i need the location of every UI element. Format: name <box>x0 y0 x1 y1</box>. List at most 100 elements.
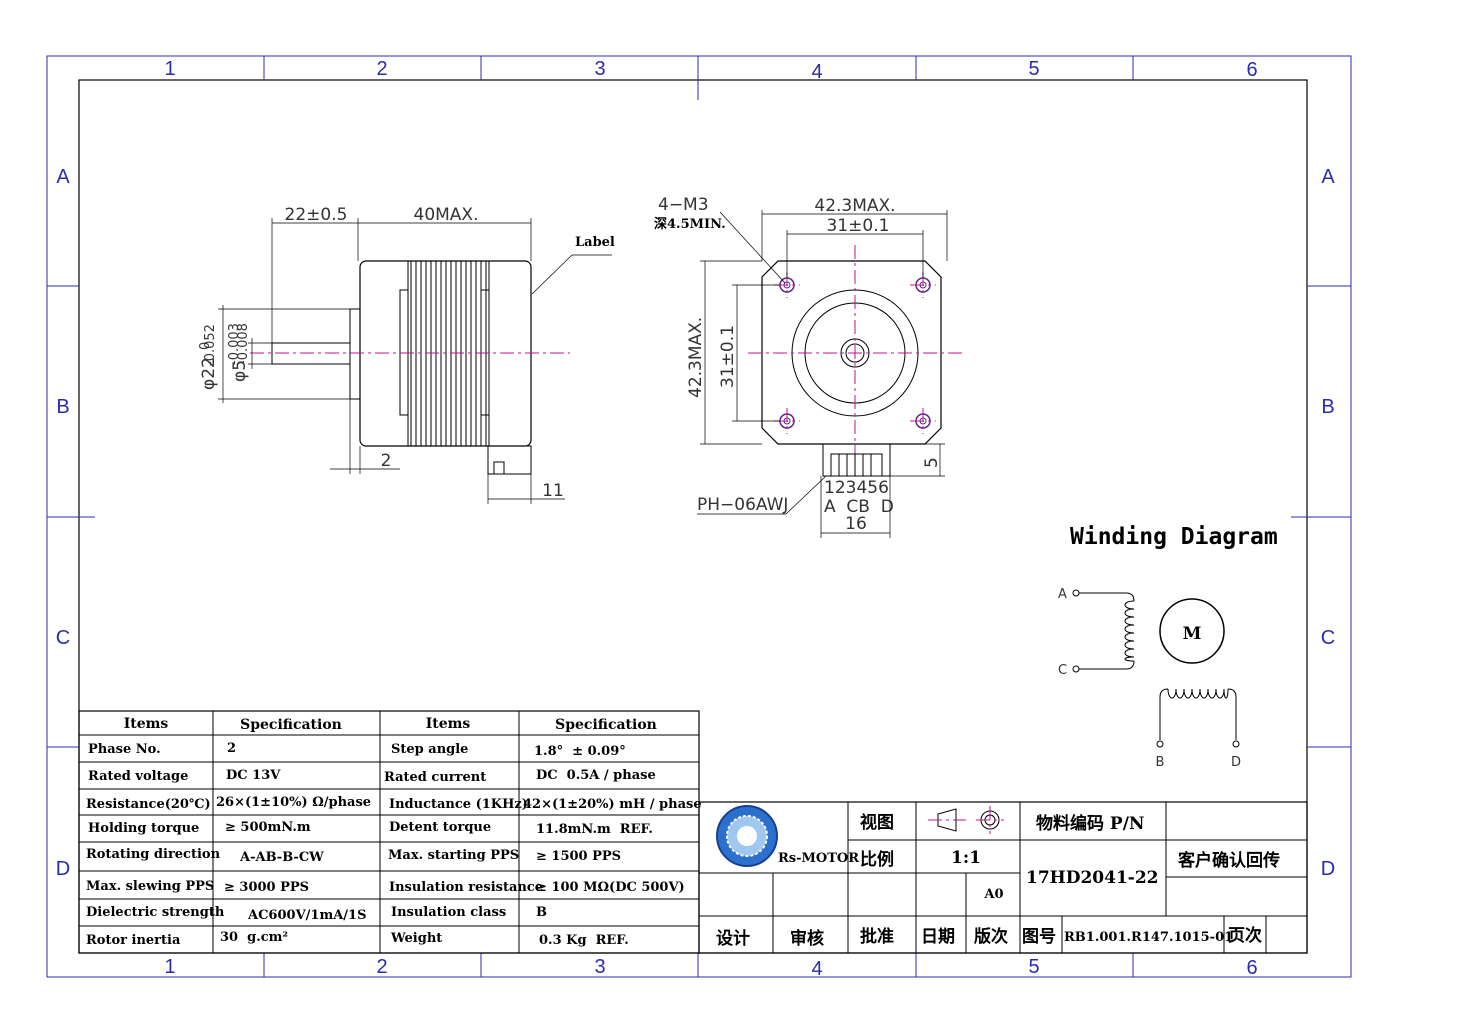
date-label: 日期 <box>921 927 955 947</box>
side-view: 22±0.5 40MAX. Label φ22 0 -0.052 φ5 -0.0… <box>198 205 615 504</box>
review-label: 审核 <box>790 928 824 949</box>
terminal-a-label: A <box>1058 587 1067 602</box>
spec-cell: Rotor inertia <box>86 933 181 948</box>
zone-row-a-right: A <box>1321 166 1335 188</box>
spec-cell: 26×(1±10%) Ω/phase <box>216 795 371 810</box>
zone-row-b-left: B <box>56 396 69 418</box>
dim-body-length: 40MAX. <box>414 205 479 225</box>
approve-label: 批准 <box>860 926 894 947</box>
spec-cell: B <box>536 905 547 920</box>
spec-header-items-1: Items <box>124 716 169 732</box>
logo-text: Rs-MOTOR <box>778 851 859 866</box>
zone-col-3-top: 3 <box>594 58 605 80</box>
dim-width-max: 42.3MAX. <box>814 196 895 216</box>
dim-flange-tol-lower: -0.052 <box>203 324 218 366</box>
zone-col-5-bottom: 5 <box>1028 956 1039 978</box>
spec-cell: Rotating direction <box>86 847 221 862</box>
dim-connector-offset: 11 <box>542 481 564 501</box>
dim-flange-thickness: 2 <box>381 451 392 471</box>
motor-label: M <box>1183 624 1202 644</box>
pin-numbers: 123456 <box>824 478 889 498</box>
terminal-b-dot <box>1156 740 1164 748</box>
spec-cell: ≥ 500mN.m <box>225 820 311 835</box>
zone-col-1-top: 1 <box>164 58 175 80</box>
title-block: Rs-MOTOR 视图 比例 1:1 A0 物料编码 P/N 17HD2041-… <box>698 801 1308 954</box>
motor-symbol <box>1159 598 1225 664</box>
spec-cell: Phase No. <box>88 742 161 757</box>
zone-col-2-top: 2 <box>376 58 387 80</box>
terminal-d-label: D <box>1231 755 1241 770</box>
page-label: 页次 <box>1228 925 1262 946</box>
spec-cell: ≥ 1500 PPS <box>536 849 621 864</box>
winding-title: Winding Diagram <box>1070 524 1278 550</box>
zone-row-d-right: D <box>1321 858 1335 880</box>
spec-cell: Rated voltage <box>88 769 188 784</box>
zone-row-a-left: A <box>56 166 70 188</box>
spec-cell: Max. starting PPS <box>388 848 519 863</box>
connector-part: PH−06AWJ <box>697 495 788 515</box>
coil-ac <box>1124 600 1135 662</box>
zone-row-c-right: C <box>1321 627 1335 649</box>
front-connector <box>822 443 891 477</box>
view-label: 视图 <box>860 812 894 833</box>
spec-cell: 11.8mN.m REF. <box>536 822 653 837</box>
coil-bd <box>1167 688 1229 699</box>
label-callout: Label <box>575 235 615 250</box>
spec-cell: Max. slewing PPS <box>86 879 214 894</box>
spec-cell: ≥ 100 MΩ(DC 500V) <box>536 880 685 895</box>
side-connector <box>487 445 532 475</box>
spec-cell: Holding torque <box>88 821 199 836</box>
spec-cell: 42×(1±20%) mH / phase <box>523 797 702 812</box>
dim-connector-width: 16 <box>845 514 867 534</box>
zone-col-2-bottom: 2 <box>376 956 387 978</box>
size-value: A0 <box>983 887 1003 902</box>
terminal-a-dot <box>1072 589 1080 597</box>
hole-depth: 深4.5MIN. <box>654 216 726 232</box>
winding-diagram: Winding Diagram M A C B D <box>1058 524 1278 770</box>
drawing-no-label: 图号 <box>1022 927 1056 947</box>
pin-letters: A CB D <box>824 497 894 517</box>
dim-shaft-tol-lower: -0.008 <box>236 323 251 365</box>
spec-cell: DC 0.5A / phase <box>536 768 656 783</box>
design-label: 设计 <box>716 928 750 949</box>
motor-flange <box>349 308 361 400</box>
dim-flange-dia: φ22 <box>199 357 219 390</box>
dim-hole-spacing-v: 31±0.1 <box>718 325 738 388</box>
dim-shaft-tol-upper: -0.003 <box>227 323 242 365</box>
dim-shaft-dia: φ5 <box>230 360 250 382</box>
spec-header-spec-1: Specification <box>240 717 342 733</box>
dim-flange-tol-upper: 0 <box>198 342 213 350</box>
spec-cell: ≥ 3000 PPS <box>224 880 309 895</box>
spec-header-spec-2: Specification <box>555 717 657 733</box>
spec-cell: Resistance(20℃) <box>86 797 211 812</box>
spec-header-items-2: Items <box>426 716 471 732</box>
zone-row-b-right: B <box>1321 396 1334 418</box>
spec-cell: Dielectric strength <box>86 905 225 920</box>
spec-cell: Inductance (1KHz) <box>389 797 528 812</box>
front-view: 4−M3 深4.5MIN. 42.3MAX. 31±0.1 42.3MAX. 3… <box>654 195 965 538</box>
hole-callout: 4−M3 <box>658 195 709 215</box>
zone-col-5-top: 5 <box>1028 58 1039 80</box>
zone-col-6-bottom: 6 <box>1246 957 1257 979</box>
terminal-b-label: B <box>1156 755 1165 770</box>
drawing-no: RB1.001.R147.1015-01 <box>1064 930 1233 945</box>
spec-cell: Detent torque <box>389 820 491 835</box>
zone-row-c-left: C <box>56 627 70 649</box>
terminal-c-label: C <box>1058 663 1067 678</box>
spec-cell: Rated current <box>384 770 486 785</box>
dim-shaft-length: 22±0.5 <box>285 205 348 225</box>
zone-col-4-bottom: 4 <box>811 958 822 980</box>
dim-hole-spacing-h: 31±0.1 <box>827 216 890 236</box>
spec-cell: 0.3 Kg REF. <box>539 933 629 948</box>
part-number: 17HD2041-22 <box>1026 868 1159 888</box>
zone-row-d-left: D <box>56 858 70 880</box>
scale-label: 比例 <box>860 849 894 870</box>
zone-col-3-bottom: 3 <box>594 956 605 978</box>
material-code-label: 物料编码 P/N <box>1036 813 1144 834</box>
projection-symbol <box>928 806 1004 834</box>
version-label: 版次 <box>974 926 1008 947</box>
dim-connector-height: 5 <box>922 457 942 468</box>
zone-labels: 1 2 3 4 5 6 1 2 3 4 5 6 A B C D A B C D <box>56 58 1336 980</box>
spec-cell: Weight <box>390 931 442 946</box>
